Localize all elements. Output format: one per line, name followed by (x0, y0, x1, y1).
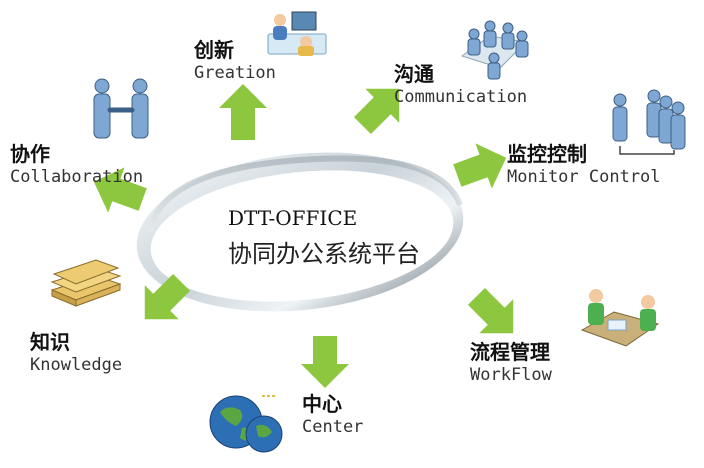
node-workflow-en: WorkFlow (470, 365, 552, 385)
node-collaboration: 协作 Collaboration (10, 142, 143, 188)
arrow-collaboration (93, 167, 147, 213)
meeting-desk-icon (267, 11, 327, 56)
node-workflow: 流程管理 WorkFlow (470, 340, 552, 386)
node-knowledge-zh: 知识 (30, 330, 70, 354)
node-communication: 沟通 Communication (394, 62, 527, 108)
books-icon (50, 259, 122, 307)
arrow-center (301, 336, 349, 388)
node-monitor-control: 监控控制 Monitor Control (507, 142, 661, 188)
node-knowledge: 知识 Knowledge (30, 330, 122, 376)
node-creation: 创新 Greation (194, 38, 276, 84)
platform-subtitle: 协同办公系统平台 (228, 240, 420, 268)
platform-name: DTT-OFFICE (228, 206, 358, 230)
node-center-zh: 中心 (302, 392, 342, 416)
node-workflow-zh: 流程管理 (470, 340, 550, 364)
node-monitor-control-zh: 监控控制 (507, 142, 587, 166)
node-collaboration-en: Collaboration (10, 167, 144, 187)
conference-icon (460, 20, 529, 80)
node-communication-en: Communication (394, 87, 528, 107)
arrow-workflow (467, 287, 514, 334)
globe-icon (209, 395, 283, 453)
node-communication-zh: 沟通 (394, 62, 434, 86)
node-center-en: Center (302, 417, 364, 437)
desk-work-icon (580, 289, 660, 347)
arrow-creation (219, 84, 267, 140)
node-creation-en: Greation (194, 63, 276, 83)
arrow-monitor (453, 143, 507, 189)
handshake-icon (93, 78, 149, 139)
platform-title-block: DTT-OFFICE 协同办公系统平台 (228, 206, 420, 269)
node-knowledge-en: Knowledge (30, 355, 123, 375)
people-network-icon (612, 89, 686, 155)
arrow-communication (353, 88, 400, 135)
node-collaboration-zh: 协作 (10, 142, 50, 166)
node-monitor-control-en: Monitor Control (507, 167, 661, 187)
node-center: 中心 Center (302, 392, 363, 438)
node-creation-zh: 创新 (194, 38, 234, 62)
arrow-knowledge (144, 273, 191, 320)
central-ring (136, 152, 464, 312)
